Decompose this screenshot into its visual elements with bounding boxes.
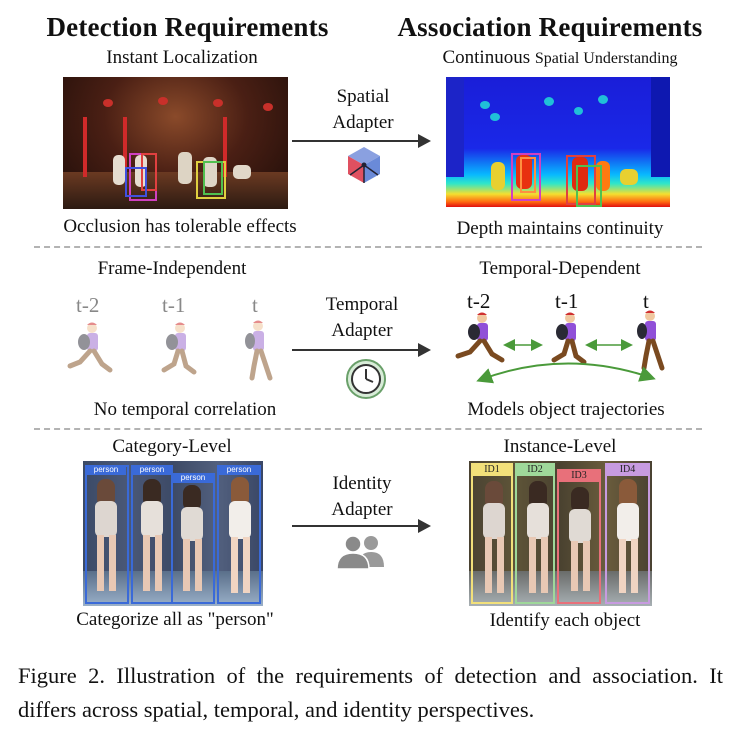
divider-1	[34, 246, 702, 248]
id-bbox	[515, 463, 555, 604]
users-icon	[336, 535, 384, 569]
bbox	[131, 465, 173, 604]
no-temporal-caption: No temporal correlation	[93, 399, 277, 420]
trajectory-caption: Models object trajectories	[467, 399, 665, 420]
id-tag: ID1	[472, 463, 512, 476]
id-bbox	[557, 469, 601, 604]
runner-figure	[637, 310, 665, 371]
categorize-caption: Categorize all as "person"	[76, 609, 274, 630]
runner-figure-faded	[245, 320, 273, 381]
association-header: Association Requirements	[397, 12, 703, 42]
id-tag: ID3	[558, 469, 600, 482]
spatial-arrow	[292, 134, 431, 148]
instance-level-title: Instance-Level	[503, 436, 617, 457]
continuous-spatial-title: Continuous Spatial Understanding	[395, 47, 725, 69]
bbox	[203, 161, 223, 195]
spatial-adapter-line1: Spatial	[336, 86, 390, 107]
category-tag: person	[86, 465, 126, 475]
identity-adapter-label: Identity Adapter	[312, 471, 412, 523]
runner-figure	[455, 312, 505, 363]
depth-map-image	[446, 77, 670, 207]
frame-label: t-2	[467, 289, 491, 313]
bbox	[125, 167, 147, 197]
depth-caption: Depth maintains continuity	[456, 218, 664, 239]
stage-photo	[63, 77, 288, 209]
occlusion-caption: Occlusion has tolerable effects	[63, 216, 297, 237]
category-tag: person	[132, 465, 172, 475]
spatial-adapter-label: Spatial Adapter	[318, 84, 408, 136]
frame-label: t	[643, 289, 649, 313]
identity-adapter-line2: Adapter	[331, 499, 393, 520]
identify-caption: Identify each object	[489, 610, 641, 631]
runner-figure-faded	[67, 322, 113, 373]
temporal-dependent-title: Temporal-Dependent	[479, 258, 641, 279]
runner-figure-faded	[161, 322, 197, 375]
bbox	[566, 155, 596, 205]
id-tag: ID4	[606, 463, 649, 476]
bbox	[520, 157, 536, 193]
id-bbox	[605, 463, 650, 604]
divider-2	[34, 428, 702, 430]
category-tag: person	[172, 473, 214, 483]
clock-icon	[346, 359, 386, 399]
temporal-arrow	[292, 343, 431, 357]
identity-arrow	[292, 519, 431, 533]
frame-independent-title: Frame-Independent	[97, 258, 247, 279]
frame-label: t	[252, 293, 258, 317]
frame-label: t-1	[162, 293, 186, 317]
temporal-adapter-line2: Adapter	[331, 320, 393, 341]
spatial-understanding-words: Spatial Understanding	[534, 50, 678, 67]
frame-label: t-2	[76, 293, 100, 317]
instant-localization-title: Instant Localization	[106, 47, 258, 68]
instance-level-photo: ID1 ID2 ID3 ID4	[469, 461, 652, 606]
bbox	[85, 465, 129, 604]
continuous-word: Continuous	[442, 47, 531, 68]
spatial-adapter-line2: Adapter	[332, 112, 394, 133]
identity-adapter-line1: Identity	[332, 473, 392, 494]
figure-caption: Figure 2. Illustration of the requiremen…	[18, 663, 723, 722]
bbox	[217, 465, 261, 604]
category-level-title: Category-Level	[112, 436, 232, 457]
temporal-adapter-label: Temporal Adapter	[312, 292, 412, 344]
detection-header: Detection Requirements	[46, 12, 329, 42]
category-tag: person	[218, 465, 260, 475]
bbox	[171, 473, 215, 604]
bbox	[141, 153, 157, 191]
category-level-photo: person person person person	[83, 461, 263, 606]
bbox	[511, 153, 541, 201]
trajectory-arrows	[476, 339, 656, 384]
cube-icon	[348, 147, 380, 183]
bbox	[576, 165, 602, 207]
id-bbox	[471, 463, 513, 604]
runner-figure	[551, 312, 587, 365]
temporal-adapter-line1: Temporal	[325, 294, 399, 315]
id-tag: ID2	[516, 463, 554, 476]
frame-label: t-1	[555, 289, 579, 313]
